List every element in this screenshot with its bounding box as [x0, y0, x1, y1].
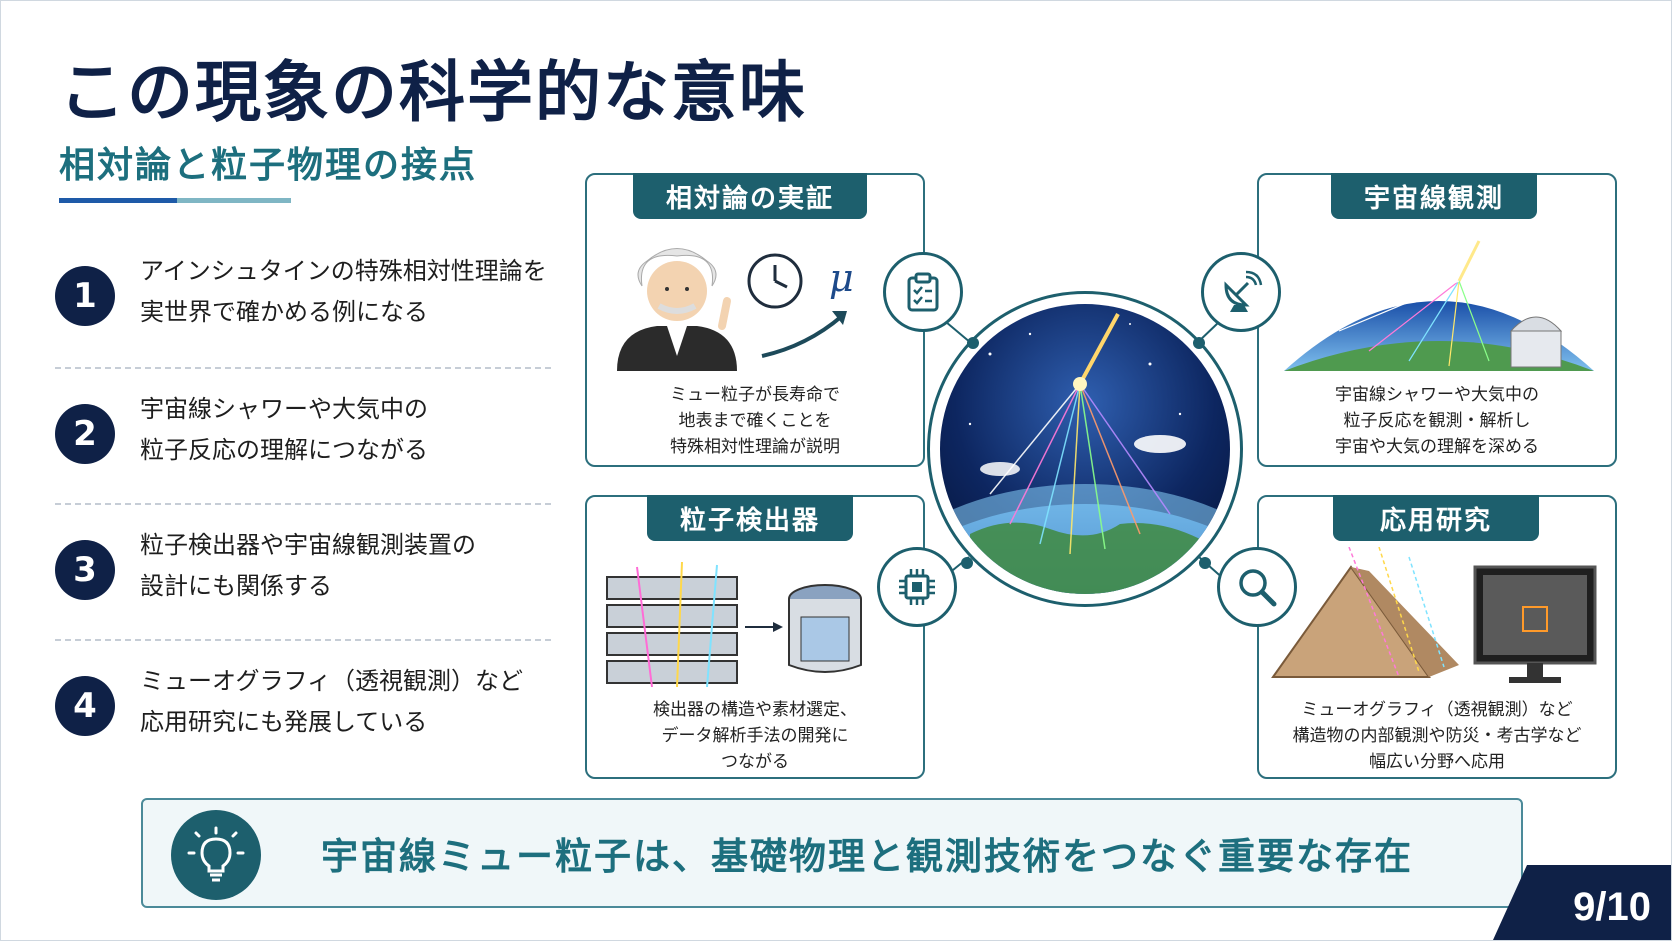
point-number: 4: [55, 676, 115, 736]
point-text: 粒子検出器や宇宙線観測装置の 設計にも関係する: [140, 531, 476, 600]
card-cosmic: 宇宙線観測 宇宙線シャワーや大気中の 粒子反応を観測・解析し: [1257, 173, 1617, 467]
earth-illustration: [927, 291, 1243, 607]
point-number: 3: [55, 540, 115, 600]
subtitle-underline: [59, 198, 291, 203]
mu-symbol: μ: [829, 256, 854, 300]
point-item-2: 2 宇宙線シャワーや大気中の 粒子反応の理解につながる: [55, 367, 551, 503]
magnifier-icon: [1217, 547, 1297, 627]
detector-illustration: [606, 561, 862, 687]
card-relativity: 相対論の実証 μ ミュー粒子が長寿命で 地表まで確くことを 特殊相対性理論が説明: [585, 173, 925, 467]
page-title: この現象の科学的な意味: [59, 54, 807, 131]
satellite-dish-icon: [1201, 252, 1281, 332]
chip-icon: [877, 547, 957, 627]
card-description: 宇宙線シャワーや大気中の 粒子反応を観測・解析し 宇宙や大気の理解を深める: [1335, 385, 1539, 457]
card-description: 検出器の構造や素材選定、 データ解析手法の開発に つながる: [653, 700, 857, 772]
card-description: ミュー粒子が長寿命で 地表まで確くことを 特殊相対性理論が説明: [670, 385, 840, 457]
muography-illustration: [1271, 547, 1597, 683]
summary-banner: 宇宙線ミュー粒子は、基礎物理と観測技術をつなぐ重要な存在: [141, 798, 1523, 908]
page-subtitle: 相対論と粒子物理の接点: [59, 145, 478, 186]
summary-text: 宇宙線ミュー粒子は、基礎物理と観測技術をつなぐ重要な存在: [321, 835, 1413, 878]
page-number: 9/10: [1493, 865, 1671, 940]
observatory-illustration: [1284, 240, 1594, 371]
point-item-4: 4 ミューオグラフィ（透視観測）など 応用研究にも発展している: [55, 639, 551, 775]
point-item-3: 3 粒子検出器や宇宙線観測装置の 設計にも関係する: [55, 503, 551, 639]
card-label: 宇宙線観測: [1331, 173, 1537, 219]
card-label: 粒子検出器: [647, 495, 853, 541]
clipboard-check-icon: [883, 252, 963, 332]
point-number: 2: [55, 404, 115, 464]
point-text: アインシュタインの特殊相対性理論を 実世界で確かめる例になる: [140, 257, 547, 326]
connector-dot: [1199, 557, 1211, 569]
connector-dot: [967, 337, 979, 349]
connector-dot: [1193, 337, 1205, 349]
page-number-text: 9/10: [1573, 885, 1651, 929]
card-description: ミューオグラフィ（透視観測）など 構造物の内部観測や防災・考古学など 幅広い分野…: [1292, 700, 1582, 772]
einstein-illustration: μ: [617, 248, 854, 371]
card-applied: 応用研究 ミューオグラフィ（透視観測）など 構造物の内部観測や防災・考古学など …: [1257, 495, 1617, 779]
card-detector: 粒子検出器 検出器の構造や素材選定、 データ解析手法の開発に つながる: [585, 495, 925, 779]
card-label: 応用研究: [1333, 495, 1539, 541]
lightbulb-icon: [171, 810, 261, 900]
point-list: 1 アインシュタインの特殊相対性理論を 実世界で確かめる例になる 2 宇宙線シャ…: [55, 231, 551, 775]
point-item-1: 1 アインシュタインの特殊相対性理論を 実世界で確かめる例になる: [55, 231, 551, 367]
card-label: 相対論の実証: [633, 173, 867, 219]
point-text: ミューオグラフィ（透視観測）など 応用研究にも発展している: [140, 667, 524, 736]
connector-dot: [961, 557, 973, 569]
point-number: 1: [55, 266, 115, 326]
point-text: 宇宙線シャワーや大気中の 粒子反応の理解につながる: [140, 395, 428, 464]
